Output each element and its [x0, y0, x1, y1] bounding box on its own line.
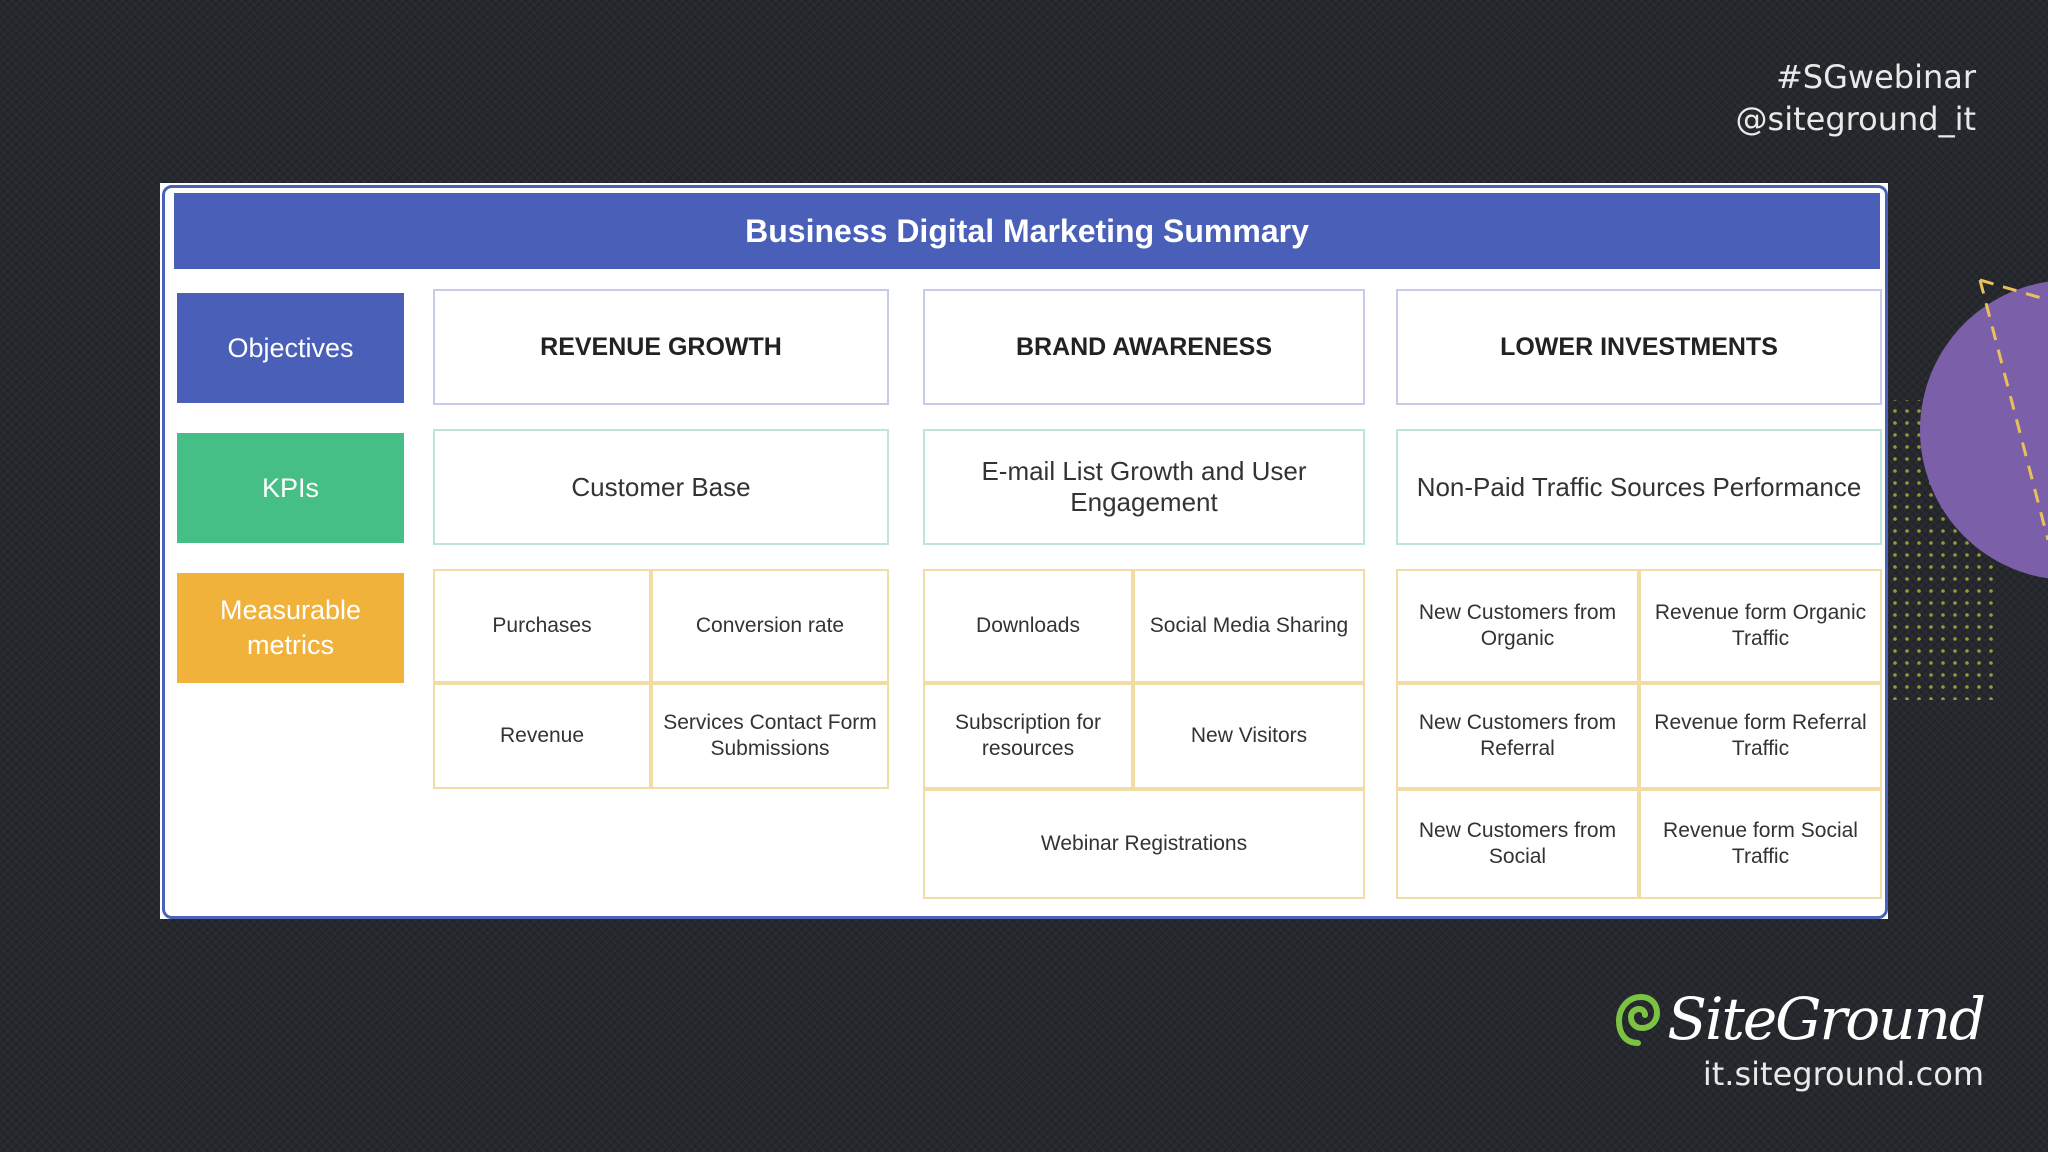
metric-cell: Revenue [433, 683, 651, 789]
summary-title: Business Digital Marketing Summary [174, 193, 1880, 269]
site-url: it.siteground.com [1702, 1055, 1984, 1093]
metric-cell: Webinar Registrations [923, 789, 1365, 899]
objective-brand-awareness: BRAND AWARENESS [923, 289, 1365, 405]
metric-cell: Subscription for resources [923, 683, 1133, 789]
metric-cell: New Customers from Referral [1396, 683, 1639, 789]
metric-cell: New Visitors [1133, 683, 1365, 789]
metric-cell: Conversion rate [651, 569, 889, 683]
metric-cell: Revenue form Referral Traffic [1639, 683, 1882, 789]
social-tags: #SGwebinar @siteground_it [1736, 56, 1976, 140]
metric-cell: New Customers from Social [1396, 789, 1639, 899]
panel-border [162, 185, 1888, 919]
handle-text: @siteground_it [1735, 100, 1976, 138]
decorative-circle-graphic [1880, 278, 2048, 700]
siteground-swirl-icon [1616, 993, 1661, 1046]
kpi-customer-base: Customer Base [433, 429, 889, 545]
logo-text: SiteGround [1667, 985, 1986, 1053]
hashtag-text: #SGwebinar [1775, 58, 1976, 96]
row-label-kpis: KPIs [177, 433, 404, 543]
metric-cell: Revenue form Social Traffic [1639, 789, 1882, 899]
siteground-logo: SiteGround [1615, 985, 1986, 1053]
kpi-email-list-growth: E-mail List Growth and User Engagement [923, 429, 1365, 545]
metric-cell: Purchases [433, 569, 651, 683]
row-label-metrics: Measurable metrics [177, 573, 404, 683]
metric-cell: New Customers from Organic [1396, 569, 1639, 683]
metric-cell: Social Media Sharing [1133, 569, 1365, 683]
objective-revenue-growth: REVENUE GROWTH [433, 289, 889, 405]
metric-cell: Services Contact Form Submissions [651, 683, 889, 789]
row-label-objectives: Objectives [177, 293, 404, 403]
kpi-non-paid-traffic: Non-Paid Traffic Sources Performance [1396, 429, 1882, 545]
metric-cell: Revenue form Organic Traffic [1639, 569, 1882, 683]
objective-lower-investments: LOWER INVESTMENTS [1396, 289, 1882, 405]
summary-panel: Business Digital Marketing Summary Objec… [160, 183, 1888, 919]
metric-cell: Downloads [923, 569, 1133, 683]
siteground-branding: SiteGround it.siteground.com [1615, 985, 1986, 1093]
